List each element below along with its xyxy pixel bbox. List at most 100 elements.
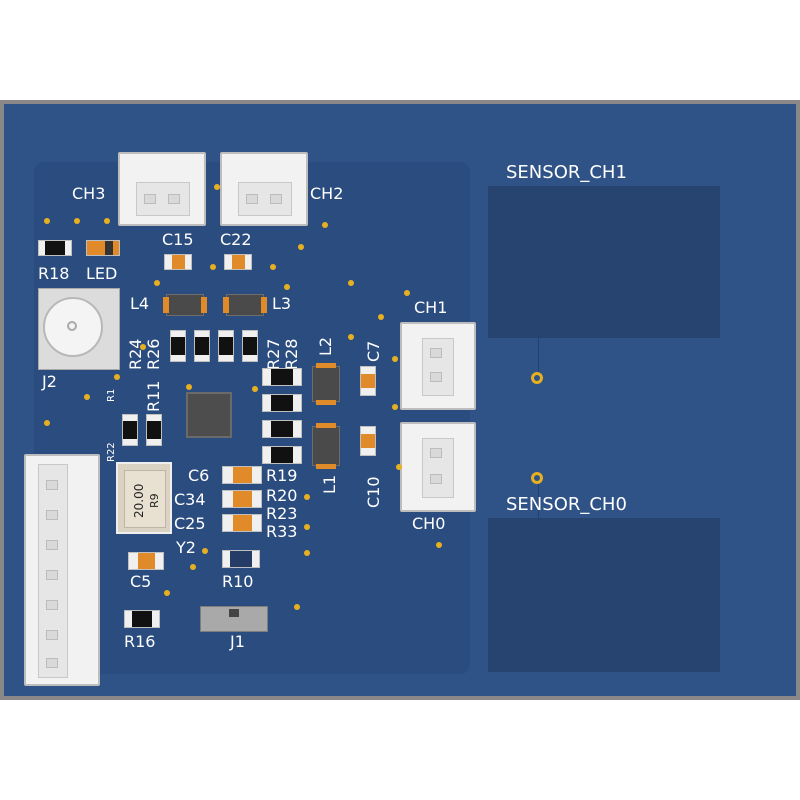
c10-label: C10 (364, 476, 383, 508)
via (190, 564, 196, 570)
c22-label: C22 (220, 230, 252, 249)
via (214, 184, 220, 190)
c15-label: C15 (162, 230, 194, 249)
via (202, 548, 208, 554)
resistor-r18 (38, 240, 72, 256)
c34-label: C34 (174, 490, 206, 509)
connector-ch0 (400, 422, 476, 512)
y2-label: Y2 (176, 538, 196, 557)
r28-label: R28 (282, 338, 301, 370)
sensor-pad-ch0 (488, 518, 720, 672)
via (210, 264, 216, 270)
mounting-hole (412, 174, 448, 210)
connector-ch3 (118, 152, 206, 226)
via (348, 280, 354, 286)
button-j2 (38, 288, 120, 370)
via (304, 494, 310, 500)
via (104, 218, 110, 224)
led-label: LED (86, 264, 118, 283)
capacitor-c7 (360, 366, 376, 396)
sensor-ch0-label: SENSOR_CH0 (506, 494, 627, 515)
via (294, 604, 300, 610)
switch-j1 (200, 606, 268, 632)
via (304, 524, 310, 530)
header-7pin (24, 454, 100, 686)
connector-ch2 (220, 152, 308, 226)
sensor-ic (186, 392, 232, 438)
crystal-y2: 20.00 R9 (116, 462, 172, 534)
capacitor-c22 (224, 254, 252, 270)
via (436, 542, 442, 548)
c25-label: C25 (174, 514, 206, 533)
j1-label: J1 (230, 632, 245, 651)
via (44, 218, 50, 224)
r10-label: R10 (222, 572, 254, 591)
inductor-l3 (223, 294, 267, 316)
mounting-hole (414, 618, 450, 654)
capacitor-c15 (164, 254, 192, 270)
r33-label: R33 (266, 522, 298, 541)
via (44, 420, 50, 426)
via (304, 550, 310, 556)
via (392, 404, 398, 410)
via (348, 334, 354, 340)
capacitor-c10 (360, 426, 376, 456)
via (298, 244, 304, 250)
r1-label: R1 (106, 388, 117, 402)
r22-label: R22 (106, 442, 117, 462)
resistor-r27 (218, 330, 234, 362)
resistor-r24 (170, 330, 186, 362)
via (164, 590, 170, 596)
capacitor-c5 (128, 552, 164, 570)
via (404, 290, 410, 296)
inductor-l1 (312, 423, 340, 469)
capacitor-c25 (222, 514, 262, 532)
l4-label: L4 (130, 294, 150, 313)
j2-label: J2 (42, 372, 57, 391)
resistor-r26 (194, 330, 210, 362)
via (154, 280, 160, 286)
resistor-r11 (146, 414, 162, 446)
via (74, 218, 80, 224)
sensor-ch0-via (531, 472, 543, 484)
capacitor-c6 (222, 466, 262, 484)
connector-ch1 (400, 322, 476, 410)
ch3-label: CH3 (72, 184, 106, 203)
crystal-marking: 20.00 (132, 483, 146, 518)
via (322, 222, 328, 228)
c7-label: C7 (364, 340, 383, 362)
c5-label: C5 (130, 572, 152, 591)
trace (538, 336, 539, 372)
pcb-board: SENSOR_CH1 SENSOR_CH0 CH3 CH2 CH1 CH0 C1… (4, 104, 796, 696)
via (140, 344, 146, 350)
via (84, 394, 90, 400)
resistor-r10 (222, 550, 260, 568)
resistor (262, 446, 302, 464)
resistor (262, 394, 302, 412)
l3-label: L3 (272, 294, 292, 313)
r16-label: R16 (124, 632, 156, 651)
r18-label: R18 (38, 264, 70, 283)
r20-label: R20 (266, 486, 298, 505)
via (114, 374, 120, 380)
ch2-label: CH2 (310, 184, 344, 203)
trace (538, 484, 539, 520)
l2-label: L2 (316, 336, 335, 356)
via (186, 384, 192, 390)
via (392, 356, 398, 362)
r27-label: R27 (264, 338, 283, 370)
pcb-frame: SENSOR_CH1 SENSOR_CH0 CH3 CH2 CH1 CH0 C1… (0, 100, 800, 700)
l1-label: L1 (320, 474, 339, 494)
r11-label: R11 (144, 380, 163, 412)
sensor-ch1-label: SENSOR_CH1 (506, 162, 627, 183)
ch0-label: CH0 (412, 514, 446, 533)
via (252, 386, 258, 392)
via (284, 284, 290, 290)
resistor (262, 420, 302, 438)
crystal-code: R9 (148, 493, 161, 508)
via (396, 464, 402, 470)
inductor-l2 (312, 363, 340, 405)
sensor-ch1-via (531, 372, 543, 384)
r23-label: R23 (266, 504, 298, 523)
ch1-label: CH1 (414, 298, 448, 317)
